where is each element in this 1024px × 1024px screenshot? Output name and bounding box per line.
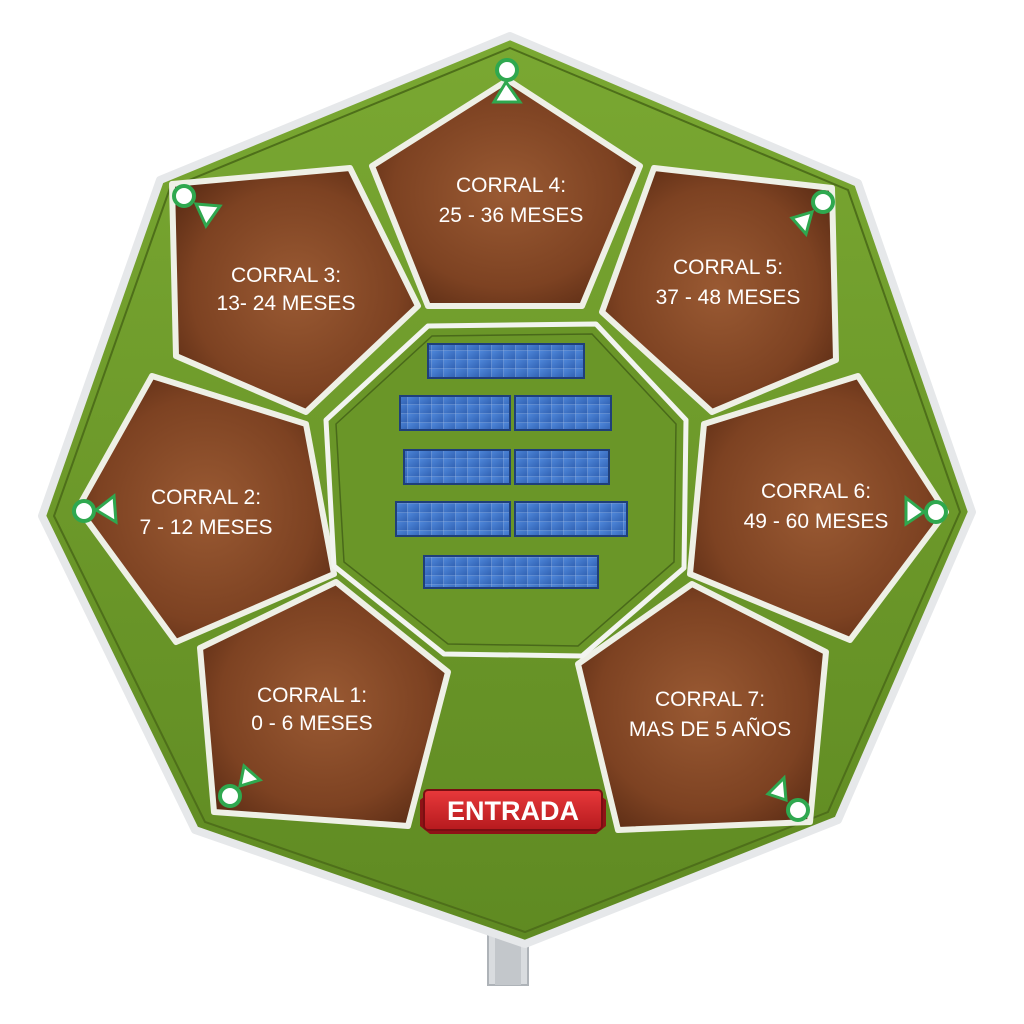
- corral-label-6: CORRAL 6: 49 - 60 MESES: [744, 480, 889, 533]
- solar-panel-array: [395, 343, 628, 589]
- corral-pen-4: [369, 77, 643, 309]
- entrance-label: ENTRADA: [447, 796, 579, 826]
- corral-range: 49 - 60 MESES: [744, 510, 889, 533]
- corral-name: CORRAL 2:: [151, 486, 261, 509]
- corral-name: CORRAL 1:: [257, 684, 367, 707]
- corral-name: CORRAL 5:: [673, 256, 783, 279]
- solar-panel: [399, 395, 511, 431]
- camera-icon: [491, 58, 523, 104]
- corral-label-7: CORRAL 7: MAS DE 5 AÑOS: [629, 688, 791, 741]
- corral-label-1: CORRAL 1: 0 - 6 MESES: [251, 684, 372, 735]
- camera-icon: [218, 763, 264, 808]
- corral-label-5: CORRAL 5: 37 - 48 MESES: [656, 256, 801, 309]
- corral-pen-3: [169, 165, 421, 415]
- corral-name: CORRAL 4:: [456, 174, 566, 197]
- solar-panel: [514, 501, 628, 537]
- corral-pen-5: [599, 165, 839, 415]
- corral-pen-1: [197, 579, 451, 829]
- solar-panel: [395, 501, 511, 537]
- corral-name: CORRAL 6:: [761, 480, 871, 503]
- corral-range: 13- 24 MESES: [217, 292, 356, 315]
- camera-icon: [172, 184, 223, 230]
- solar-panel: [514, 449, 610, 485]
- solar-panel: [514, 395, 612, 431]
- camera-icon: [765, 774, 810, 822]
- camera-icon: [789, 190, 835, 238]
- corral-range: MAS DE 5 AÑOS: [629, 717, 791, 741]
- solar-panel: [427, 343, 585, 379]
- security-cameras: [72, 58, 948, 822]
- outer-fence: [52, 46, 962, 934]
- corral-name: CORRAL 3:: [231, 264, 341, 287]
- corral-pens: [75, 77, 949, 833]
- corral-range: 25 - 36 MESES: [439, 204, 584, 227]
- solar-panel: [403, 449, 511, 485]
- corral-pen-7: [575, 581, 829, 833]
- corral-label-4: CORRAL 4: 25 - 36 MESES: [439, 174, 584, 227]
- camera-icon: [72, 493, 118, 525]
- corral-name: CORRAL 7:: [655, 688, 765, 711]
- corral-pen-6: [687, 373, 949, 643]
- corral-range: 7 - 12 MESES: [139, 516, 272, 539]
- corral-label-3: CORRAL 3: 13- 24 MESES: [217, 264, 356, 315]
- corral-label-2: CORRAL 2: 7 - 12 MESES: [139, 486, 272, 539]
- solar-panel: [423, 555, 599, 589]
- corral-range: 0 - 6 MESES: [251, 712, 372, 735]
- corral-range: 37 - 48 MESES: [656, 286, 801, 309]
- corral-pen-2: [75, 373, 337, 645]
- camera-icon: [904, 494, 948, 527]
- entrance-sign: ENTRADA: [420, 789, 606, 834]
- central-fence: [335, 333, 677, 647]
